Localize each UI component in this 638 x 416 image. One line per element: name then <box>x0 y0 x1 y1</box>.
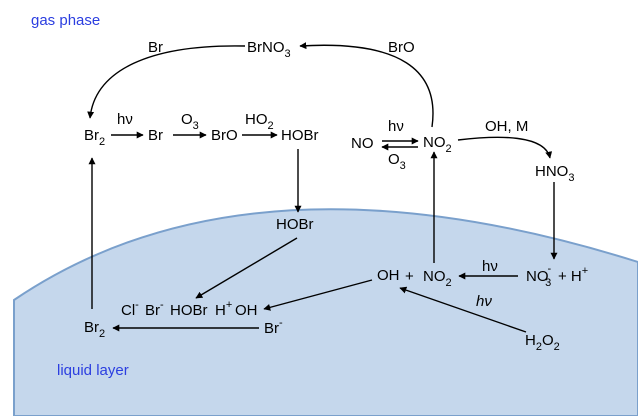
arrow-hobr-to-aq <box>195 237 298 299</box>
species-br2-top: Br2 <box>84 127 105 148</box>
species-no2-liquid: NO2 <box>423 268 452 289</box>
reagent-oh-m: OH, M <box>485 118 528 135</box>
species-br: Br <box>148 127 163 144</box>
reagent-ho2: HO2 <box>245 111 274 132</box>
arrow-no2-to-hno3 <box>457 136 553 159</box>
reagent-o3-2: O3 <box>388 151 406 172</box>
reagent-hv-1: hν <box>117 111 133 128</box>
species-cl-minus: Cl- <box>121 299 139 319</box>
species-br2-bottom: Br2 <box>84 319 105 340</box>
species-h-plus: H+ <box>215 299 232 319</box>
species-no: NO <box>351 135 374 152</box>
arrow-h2o2-to-oh <box>399 286 527 333</box>
species-no3-minus: NO-3 <box>526 263 552 289</box>
species-br-minus: Br- <box>145 299 164 319</box>
species-h2o2: H2O2 <box>525 332 560 353</box>
liquid-layer-label: liquid layer <box>57 362 129 379</box>
reagent-hv-2: hν <box>388 118 404 135</box>
arrow-oh-to-complex <box>263 279 373 311</box>
reagent-br: Br <box>148 39 163 56</box>
species-brno3: BrNO3 <box>247 39 291 60</box>
species-h-plus-gas: + H+ <box>558 265 588 285</box>
species-hobr: HOBr <box>281 127 319 144</box>
species-hno3: HNO3 <box>535 163 574 184</box>
reagent-hv-3: hν <box>482 258 498 275</box>
arrow-no2-to-brno3 <box>299 42 434 128</box>
species-hobr-liquid: HOBr <box>276 216 314 233</box>
reagent-o3-1: O3 <box>181 111 199 132</box>
gas-phase-label: gas phase <box>31 12 100 29</box>
species-hobr-aq: HOBr <box>170 302 208 319</box>
reagent-hv-4: hν <box>476 293 492 310</box>
species-oh-aq: OH <box>235 302 258 319</box>
species-br-minus-2: Br- <box>264 317 283 337</box>
species-no2-top: NO2 <box>423 134 452 155</box>
species-bro: BrO <box>211 127 238 144</box>
liquid-layer-region <box>13 208 638 416</box>
arrow-brno3-to-br2 <box>87 45 246 119</box>
reagent-bro: BrO <box>388 39 415 56</box>
species-plus: + <box>405 268 414 285</box>
species-oh: OH <box>377 267 400 284</box>
